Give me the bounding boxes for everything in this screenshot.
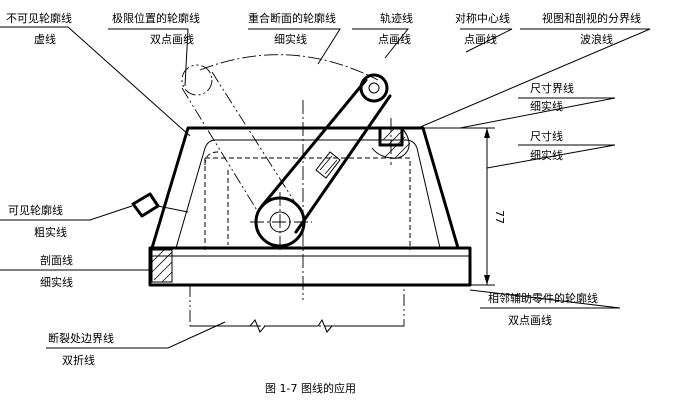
labels: 不可见轮廓线 虚线 极限位置的轮廓线 双点画线 重合断面的轮廓线 细实线 轨迹线… <box>6 11 641 367</box>
figure-caption: 图 1-7 图线的应用 <box>265 381 356 395</box>
label-adjacent-part: 相邻辅助零件的轮廓线 <box>488 291 598 305</box>
label-visible-outline: 可见轮廓线 <box>8 203 63 217</box>
label-thin-solid-3: 细实线 <box>530 148 563 162</box>
hidden-cavity-arc <box>204 151 219 166</box>
housing-outline <box>150 126 460 250</box>
label-section-line: 剖面线 <box>40 253 73 267</box>
label-thick-solid: 粗实线 <box>34 225 67 239</box>
coincident-section <box>315 151 341 179</box>
adjacent-part-outline <box>189 285 405 327</box>
label-wavy-line: 波浪线 <box>580 32 613 46</box>
label-symmetry-centerline: 对称中心线 <box>455 11 510 25</box>
label-dot-dash-1: 点画线 <box>378 32 411 46</box>
label-trajectory-line: 轨迹线 <box>380 11 413 25</box>
extreme-position-arm <box>181 64 297 213</box>
label-double-dot-line-2: 双点画线 <box>508 313 552 327</box>
label-extension-line: 尺寸界线 <box>530 81 574 95</box>
leader-lines <box>0 26 651 349</box>
housing-inner-contour <box>175 139 441 249</box>
dimension-value: 77 <box>493 210 506 224</box>
label-dimension-line: 尺寸线 <box>530 129 563 143</box>
label-double-dot-line-1: 双点画线 <box>150 32 194 46</box>
wavy-boundary <box>371 127 410 159</box>
label-view-section-boundary: 视图和剖视的分界线 <box>542 11 641 25</box>
label-thin-solid-2: 细实线 <box>530 99 563 113</box>
base-plate-outline <box>148 246 472 287</box>
label-dashed-line: 虚线 <box>34 32 56 46</box>
label-double-break-line: 双折线 <box>62 353 95 367</box>
section-hatch-left <box>151 249 173 283</box>
hidden-cavity-outline <box>204 157 411 250</box>
mechanical-drawing: 77 <box>131 54 506 333</box>
trajectory-arc <box>199 54 379 81</box>
label-extreme-position: 极限位置的轮廓线 <box>112 11 200 25</box>
label-thin-solid-1: 细实线 <box>274 32 307 46</box>
label-thin-solid-4: 细实线 <box>40 275 73 289</box>
label-coincident-section: 重合断面的轮廓线 <box>248 11 336 25</box>
label-break-boundary: 断裂处边界线 <box>48 331 114 345</box>
label-dot-dash-2: 点画线 <box>464 32 497 46</box>
label-invisible-outline: 不可见轮廓线 <box>6 11 72 25</box>
break-line <box>190 318 404 333</box>
crank-arm <box>254 73 392 248</box>
side-handle <box>131 192 189 218</box>
dimension-77: 77 <box>423 127 506 286</box>
